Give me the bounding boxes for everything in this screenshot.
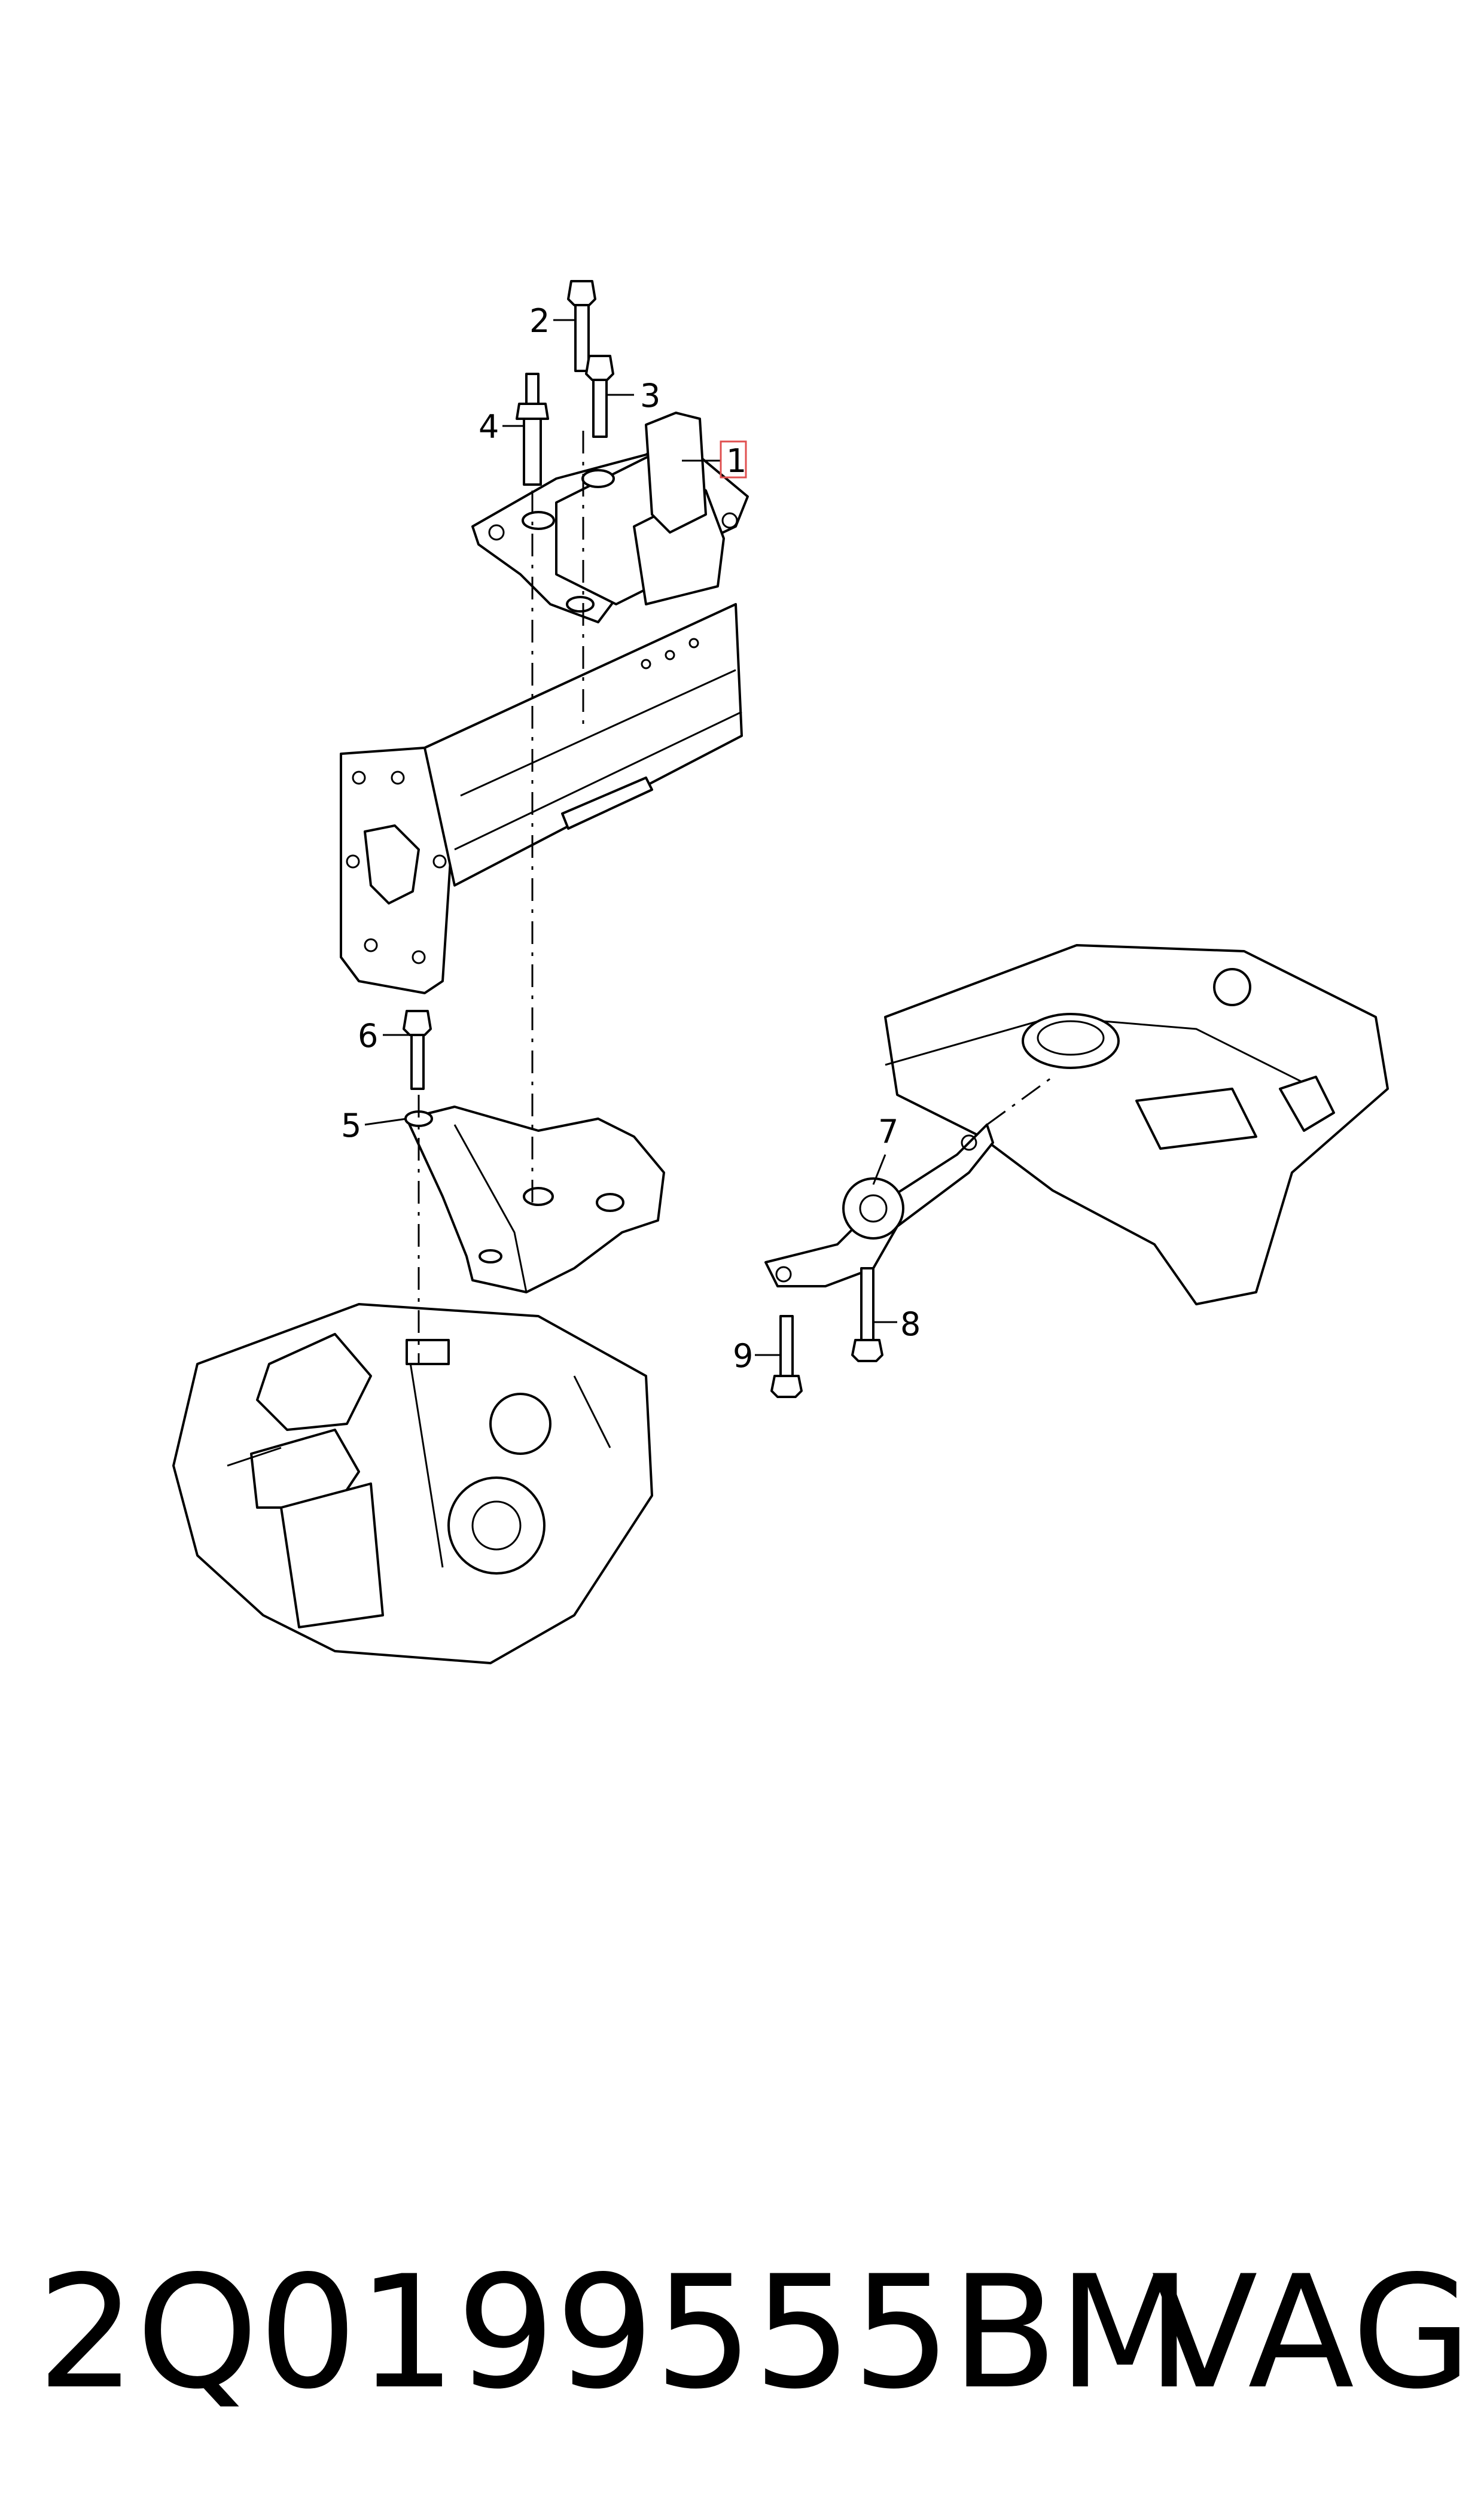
bolt-part-8 [851,1267,883,1362]
bolt-part-2 [567,280,596,372]
callout-2[interactable]: 2 [529,302,550,340]
callout-9[interactable]: 9 [733,1337,753,1375]
callout-leaders [364,319,897,1356]
footer-bar: 2Q0199555BM VAG [0,2255,1484,2411]
callout-1[interactable]: 1 [726,442,746,480]
callout-labels: 1 2 3 4 5 6 7 8 9 [341,302,921,1375]
callout-1-highlight-box [720,440,747,479]
part-number: 2Q0199555BM [37,2243,1192,2423]
callout-4[interactable]: 4 [479,408,499,446]
transmission-mount-part-1 [471,412,749,623]
callout-8[interactable]: 8 [900,1305,921,1343]
bolt-part-6 [403,1010,432,1090]
callout-5[interactable]: 5 [341,1107,361,1144]
assembly-axis-lines [418,431,1053,1364]
callout-6[interactable]: 6 [358,1017,378,1055]
front-crossmember [340,603,743,994]
bolt-part-9 [770,1315,803,1398]
rear-subframe [884,944,1389,1305]
transmission-assembly [172,1303,653,1664]
bracket-part-5 [404,1106,665,1293]
stud-part-4 [516,373,549,486]
pendulum-support-part-7 [764,1123,994,1287]
callout-3[interactable]: 3 [640,377,660,415]
brand-name: VAG [1151,2243,1472,2423]
callout-7[interactable]: 7 [878,1113,898,1150]
bolt-part-3 [585,355,614,438]
